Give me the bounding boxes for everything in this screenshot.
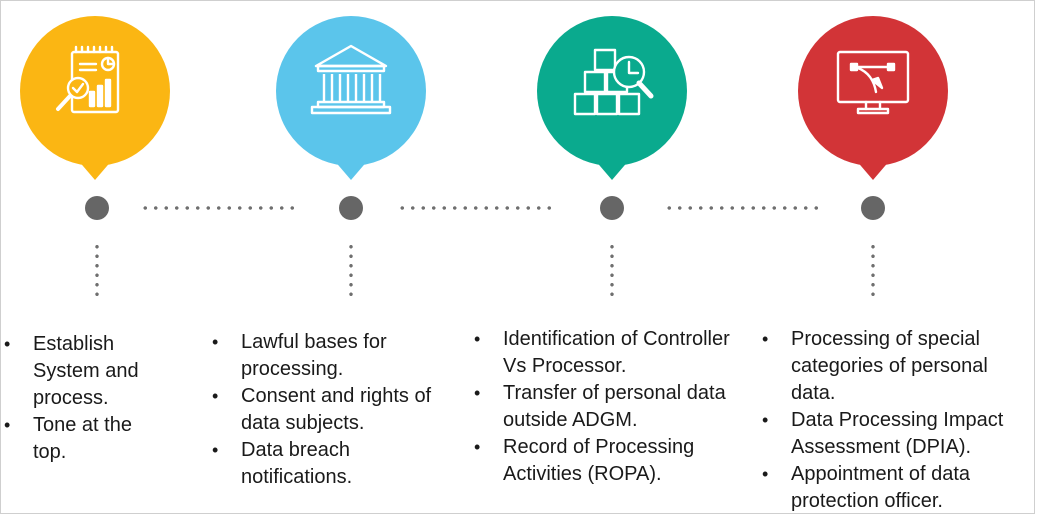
stem-2	[349, 242, 353, 296]
stage-2-node	[339, 196, 363, 220]
connector-3-4	[664, 206, 824, 210]
connector-1-2	[140, 206, 300, 210]
stage-2-list: Lawful bases for processing. Consent and…	[212, 329, 442, 491]
list-item: Lawful bases for processing.	[212, 329, 442, 383]
boxes-search-icon	[573, 48, 654, 116]
stage-4-node	[861, 196, 885, 220]
stage-2-pin	[276, 16, 426, 186]
list-item: Processing of special categories of pers…	[762, 326, 1034, 407]
list-item: Establish System and process.	[4, 331, 159, 412]
list-item: Data breach notifications.	[212, 437, 442, 491]
stem-4	[871, 242, 875, 296]
list-item: Appointment of data protection officer.	[762, 461, 1034, 515]
monitor-vector-icon	[836, 50, 910, 115]
stage-3-pin	[537, 16, 687, 186]
analytics-report-icon	[56, 45, 120, 114]
list-item: Tone at the top.	[4, 412, 159, 466]
stage-3-node	[600, 196, 624, 220]
list-item: Consent and rights of data subjects.	[212, 383, 442, 437]
stage-4-list: Processing of special categories of pers…	[762, 326, 1034, 515]
stage-1-pin	[20, 16, 170, 186]
bank-building-icon	[310, 44, 392, 115]
stage-1-list: Establish System and process. Tone at th…	[4, 331, 159, 466]
stage-1-node	[85, 196, 109, 220]
stage-3-list: Identification of Controller Vs Processo…	[474, 326, 754, 488]
list-item: Identification of Controller Vs Processo…	[474, 326, 754, 380]
stem-3	[610, 242, 614, 296]
list-item: Transfer of personal data outside ADGM.	[474, 380, 754, 434]
list-item: Data Processing Impact Assessment (DPIA)…	[762, 407, 1034, 461]
connector-2-3	[397, 206, 557, 210]
stem-1	[95, 242, 99, 296]
list-item: Record of Processing Activities (ROPA).	[474, 434, 754, 488]
stage-4-pin	[798, 16, 948, 186]
